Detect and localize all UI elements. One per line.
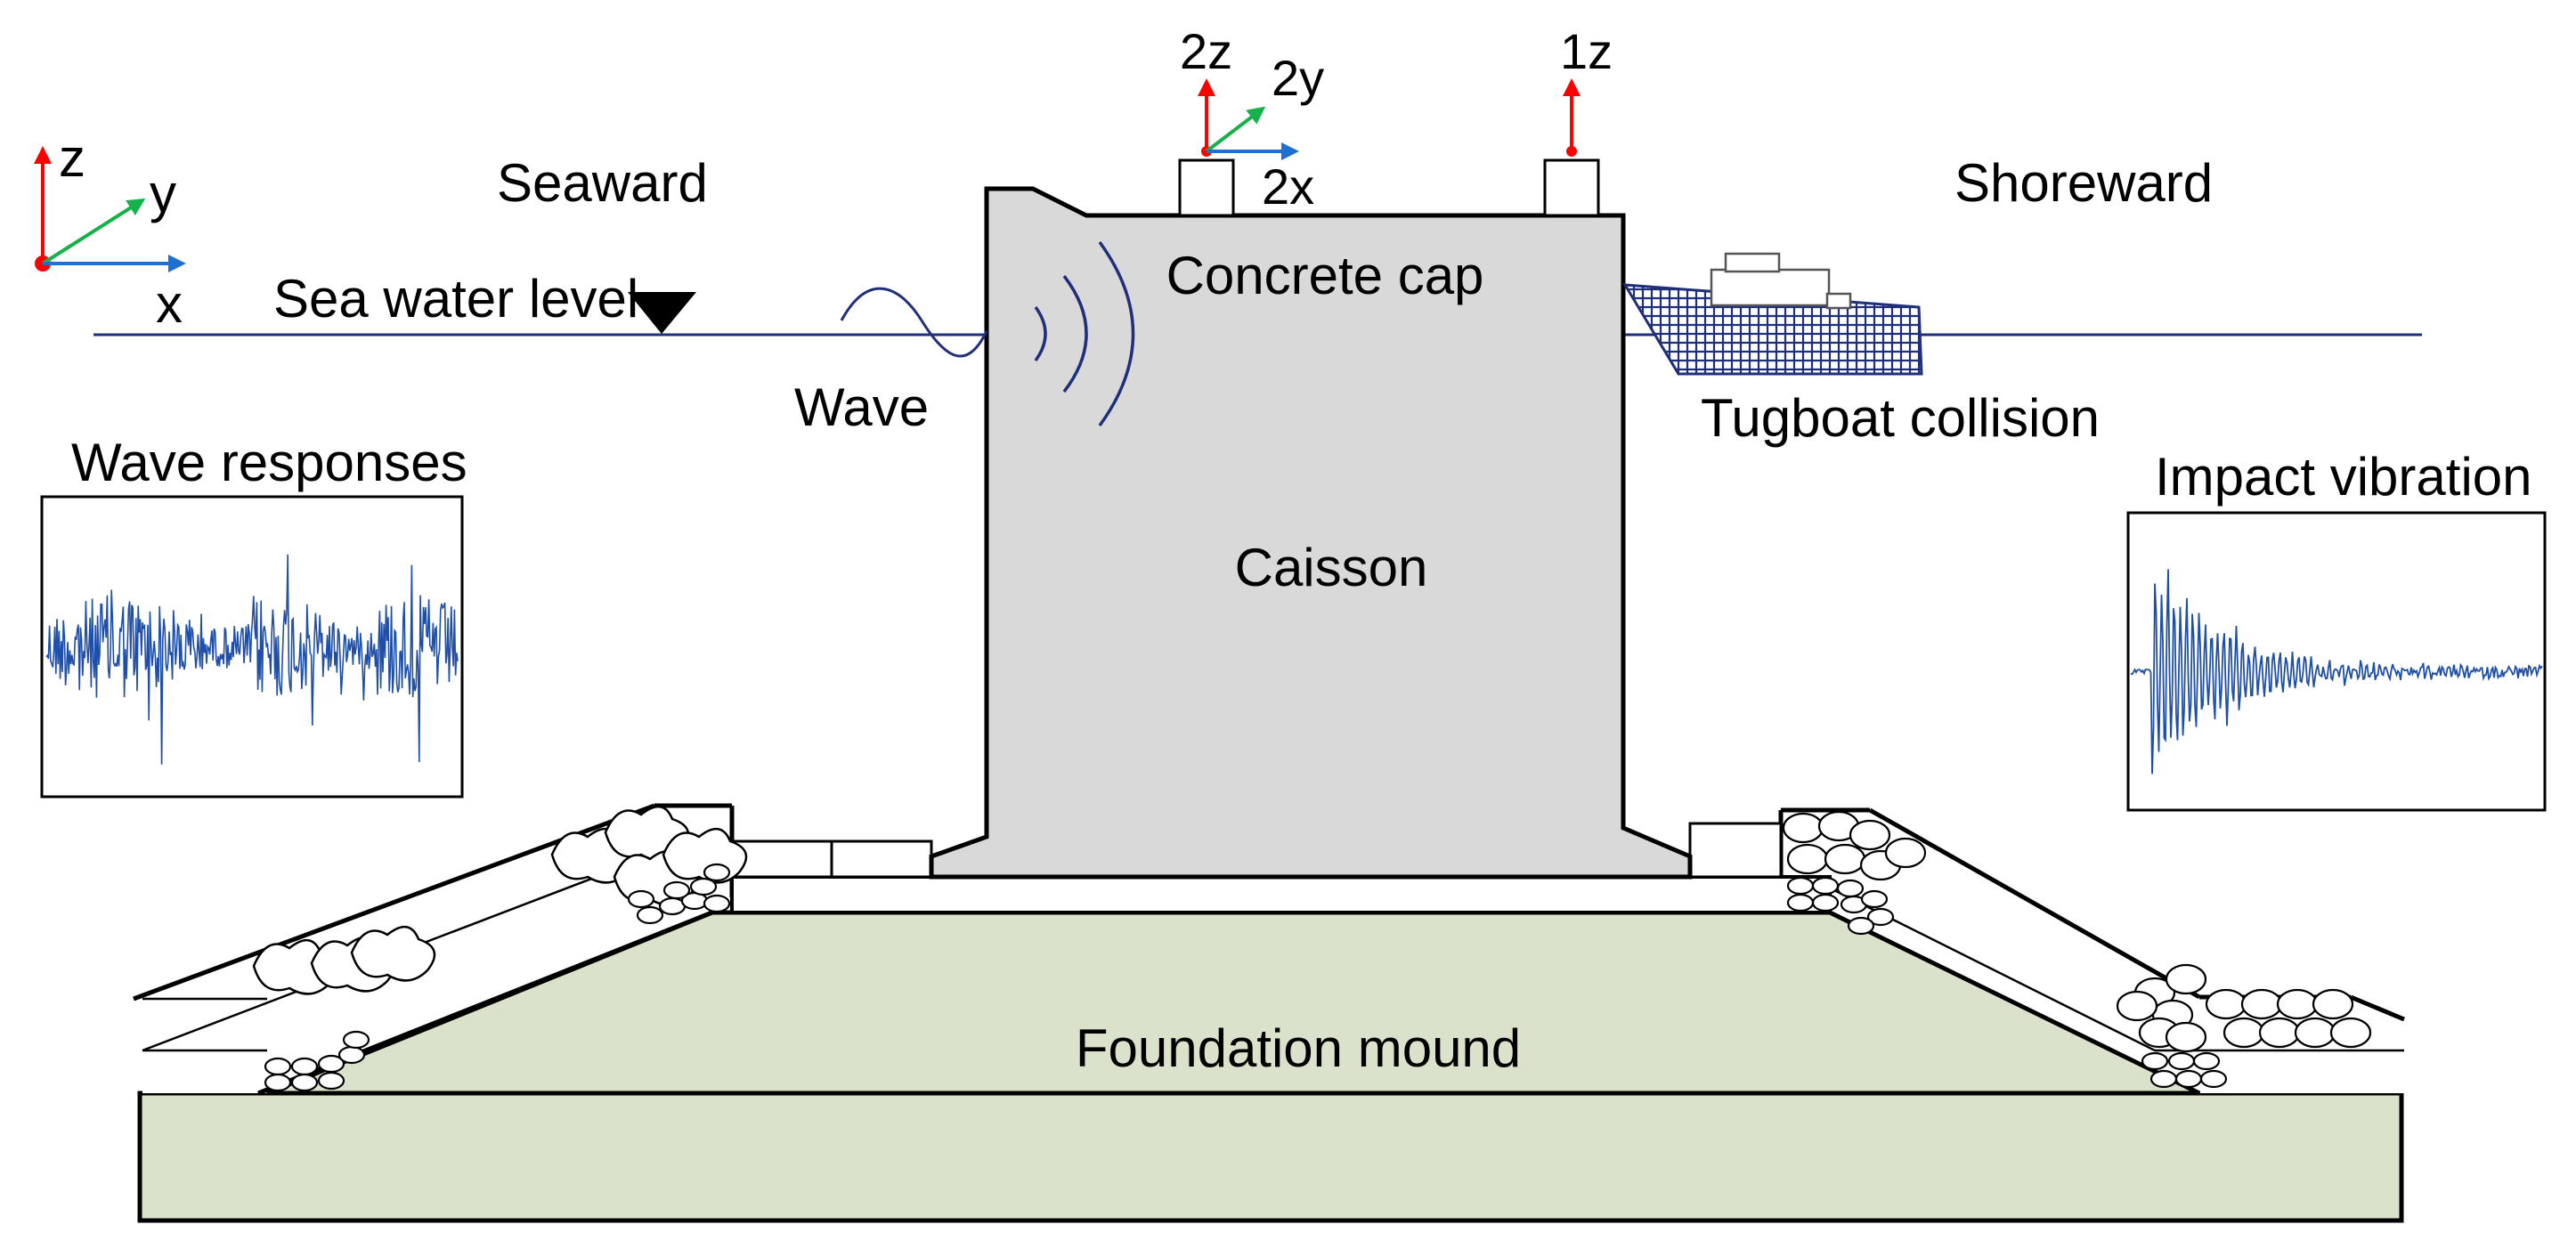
signal-trace xyxy=(45,554,459,765)
sensor-box-2 xyxy=(1178,158,1235,217)
wave-responses-plot-frame xyxy=(40,495,464,799)
foot-protection-blocks-left xyxy=(730,839,933,879)
foot-protection-block-right xyxy=(1688,822,1783,879)
wave-impact-arc-1 xyxy=(1034,305,1047,362)
wave-impact-arc-3 xyxy=(1098,240,1135,427)
tugboat-icon xyxy=(1622,252,1923,376)
impact-vibration-plot-frame xyxy=(2126,511,2547,812)
sensor-2y-arrow xyxy=(1205,106,1266,153)
bedding-layer xyxy=(730,875,1832,914)
impact-vibration-signal xyxy=(2130,569,2543,774)
water-level-marker-icon xyxy=(628,292,696,334)
signal-trace xyxy=(2130,569,2543,774)
wave-icon xyxy=(840,287,988,358)
caisson xyxy=(929,186,1693,880)
stones-right xyxy=(1782,810,2372,1089)
stones-left xyxy=(264,863,731,1092)
wave-impact-arc-2 xyxy=(1062,274,1088,393)
sensor-box-1 xyxy=(1543,158,1600,217)
wave-responses-signal xyxy=(45,554,459,765)
y-axis-arrow xyxy=(41,198,146,265)
foundation-base xyxy=(137,1091,2404,1223)
